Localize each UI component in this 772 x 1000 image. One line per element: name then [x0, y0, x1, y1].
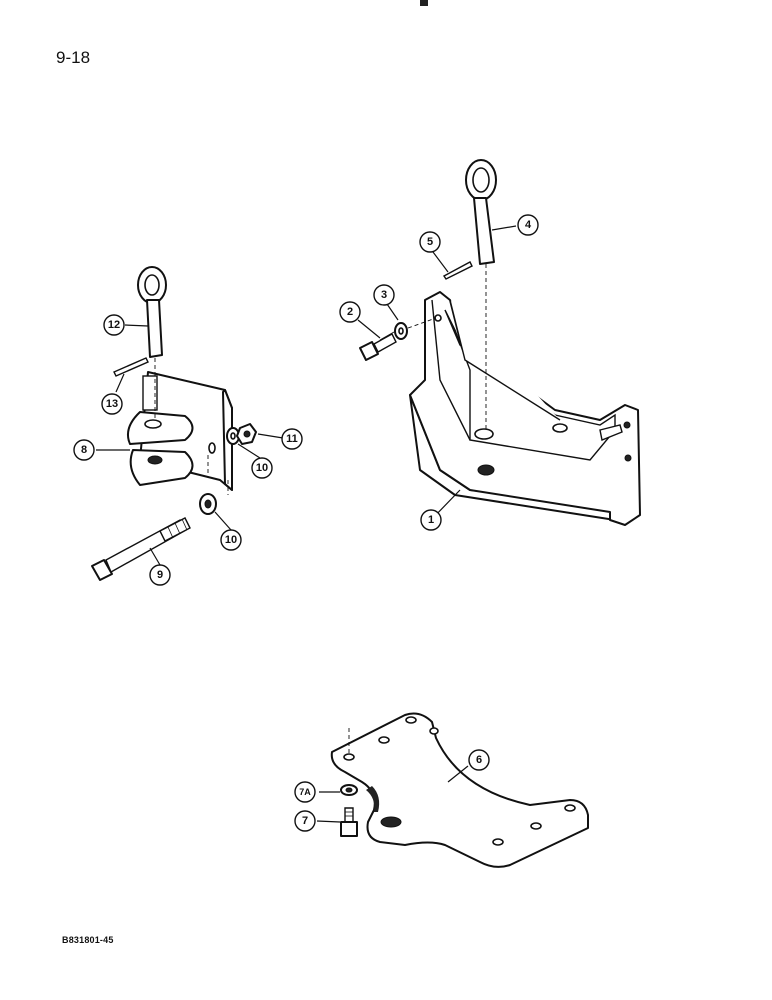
- callout-7a: 7A: [294, 781, 316, 803]
- bolt-7: [340, 807, 358, 837]
- svg-text:12: 12: [108, 319, 120, 331]
- leader-10-upper: [237, 443, 261, 459]
- washer-10-upper: [226, 427, 240, 445]
- leader-7: [316, 820, 341, 823]
- clevis-assembly: [127, 371, 233, 495]
- pin-4: [465, 159, 497, 432]
- svg-text:2: 2: [347, 306, 353, 318]
- bolt-2: [359, 331, 397, 361]
- callout-10-upper: 10: [251, 457, 273, 479]
- cotter-pin-13: [113, 357, 149, 377]
- svg-text:11: 11: [286, 433, 298, 445]
- leader-13: [115, 373, 125, 393]
- leader-4: [491, 225, 517, 231]
- svg-text:7: 7: [302, 815, 308, 827]
- callout-7: 7: [294, 810, 316, 832]
- svg-text:13: 13: [106, 398, 118, 410]
- top-edge-mark: [420, 0, 428, 6]
- svg-text:10: 10: [256, 462, 268, 474]
- svg-text:4: 4: [525, 219, 532, 231]
- callout-10-lower: 10: [220, 529, 242, 551]
- leader-12: [124, 324, 149, 327]
- svg-text:6: 6: [476, 754, 482, 766]
- mounting-plate-6: [330, 712, 589, 868]
- figure-code: B831801-45: [62, 935, 114, 945]
- washer-7a: [340, 784, 358, 796]
- callout-11: 11: [281, 428, 303, 450]
- washer-10-lower: [199, 493, 217, 515]
- leader-9: [149, 547, 161, 566]
- drawbar-hanger: [409, 291, 641, 526]
- callout-3: 3: [373, 284, 395, 306]
- callout-13: 13: [101, 393, 123, 415]
- callout-4: 4: [517, 214, 539, 236]
- svg-text:7A: 7A: [299, 787, 311, 797]
- page-number: 9-18: [56, 48, 91, 67]
- pin-12: [137, 266, 167, 420]
- leader-2: [357, 319, 381, 339]
- callout-12: 12: [103, 314, 125, 336]
- svg-text:8: 8: [81, 444, 87, 456]
- callout-2: 2: [339, 301, 361, 323]
- washer-3: [394, 317, 437, 340]
- svg-text:3: 3: [381, 289, 387, 301]
- nut-11: [236, 423, 257, 445]
- svg-text:1: 1: [428, 514, 434, 526]
- bolt-9: [91, 517, 191, 581]
- callout-5: 5: [419, 231, 441, 253]
- cotter-pin-5: [442, 261, 473, 280]
- callout-9: 9: [149, 564, 171, 586]
- callout-1: 1: [420, 509, 442, 531]
- svg-text:9: 9: [157, 569, 163, 581]
- svg-text:10: 10: [225, 534, 237, 546]
- leader-3: [386, 303, 399, 321]
- leader-11: [257, 433, 284, 439]
- leader-5: [432, 251, 449, 273]
- leader-10-lower: [214, 511, 232, 531]
- svg-text:5: 5: [427, 236, 433, 248]
- leader-6: [447, 765, 469, 783]
- callout-8: 8: [73, 439, 95, 461]
- callout-6: 6: [468, 749, 490, 771]
